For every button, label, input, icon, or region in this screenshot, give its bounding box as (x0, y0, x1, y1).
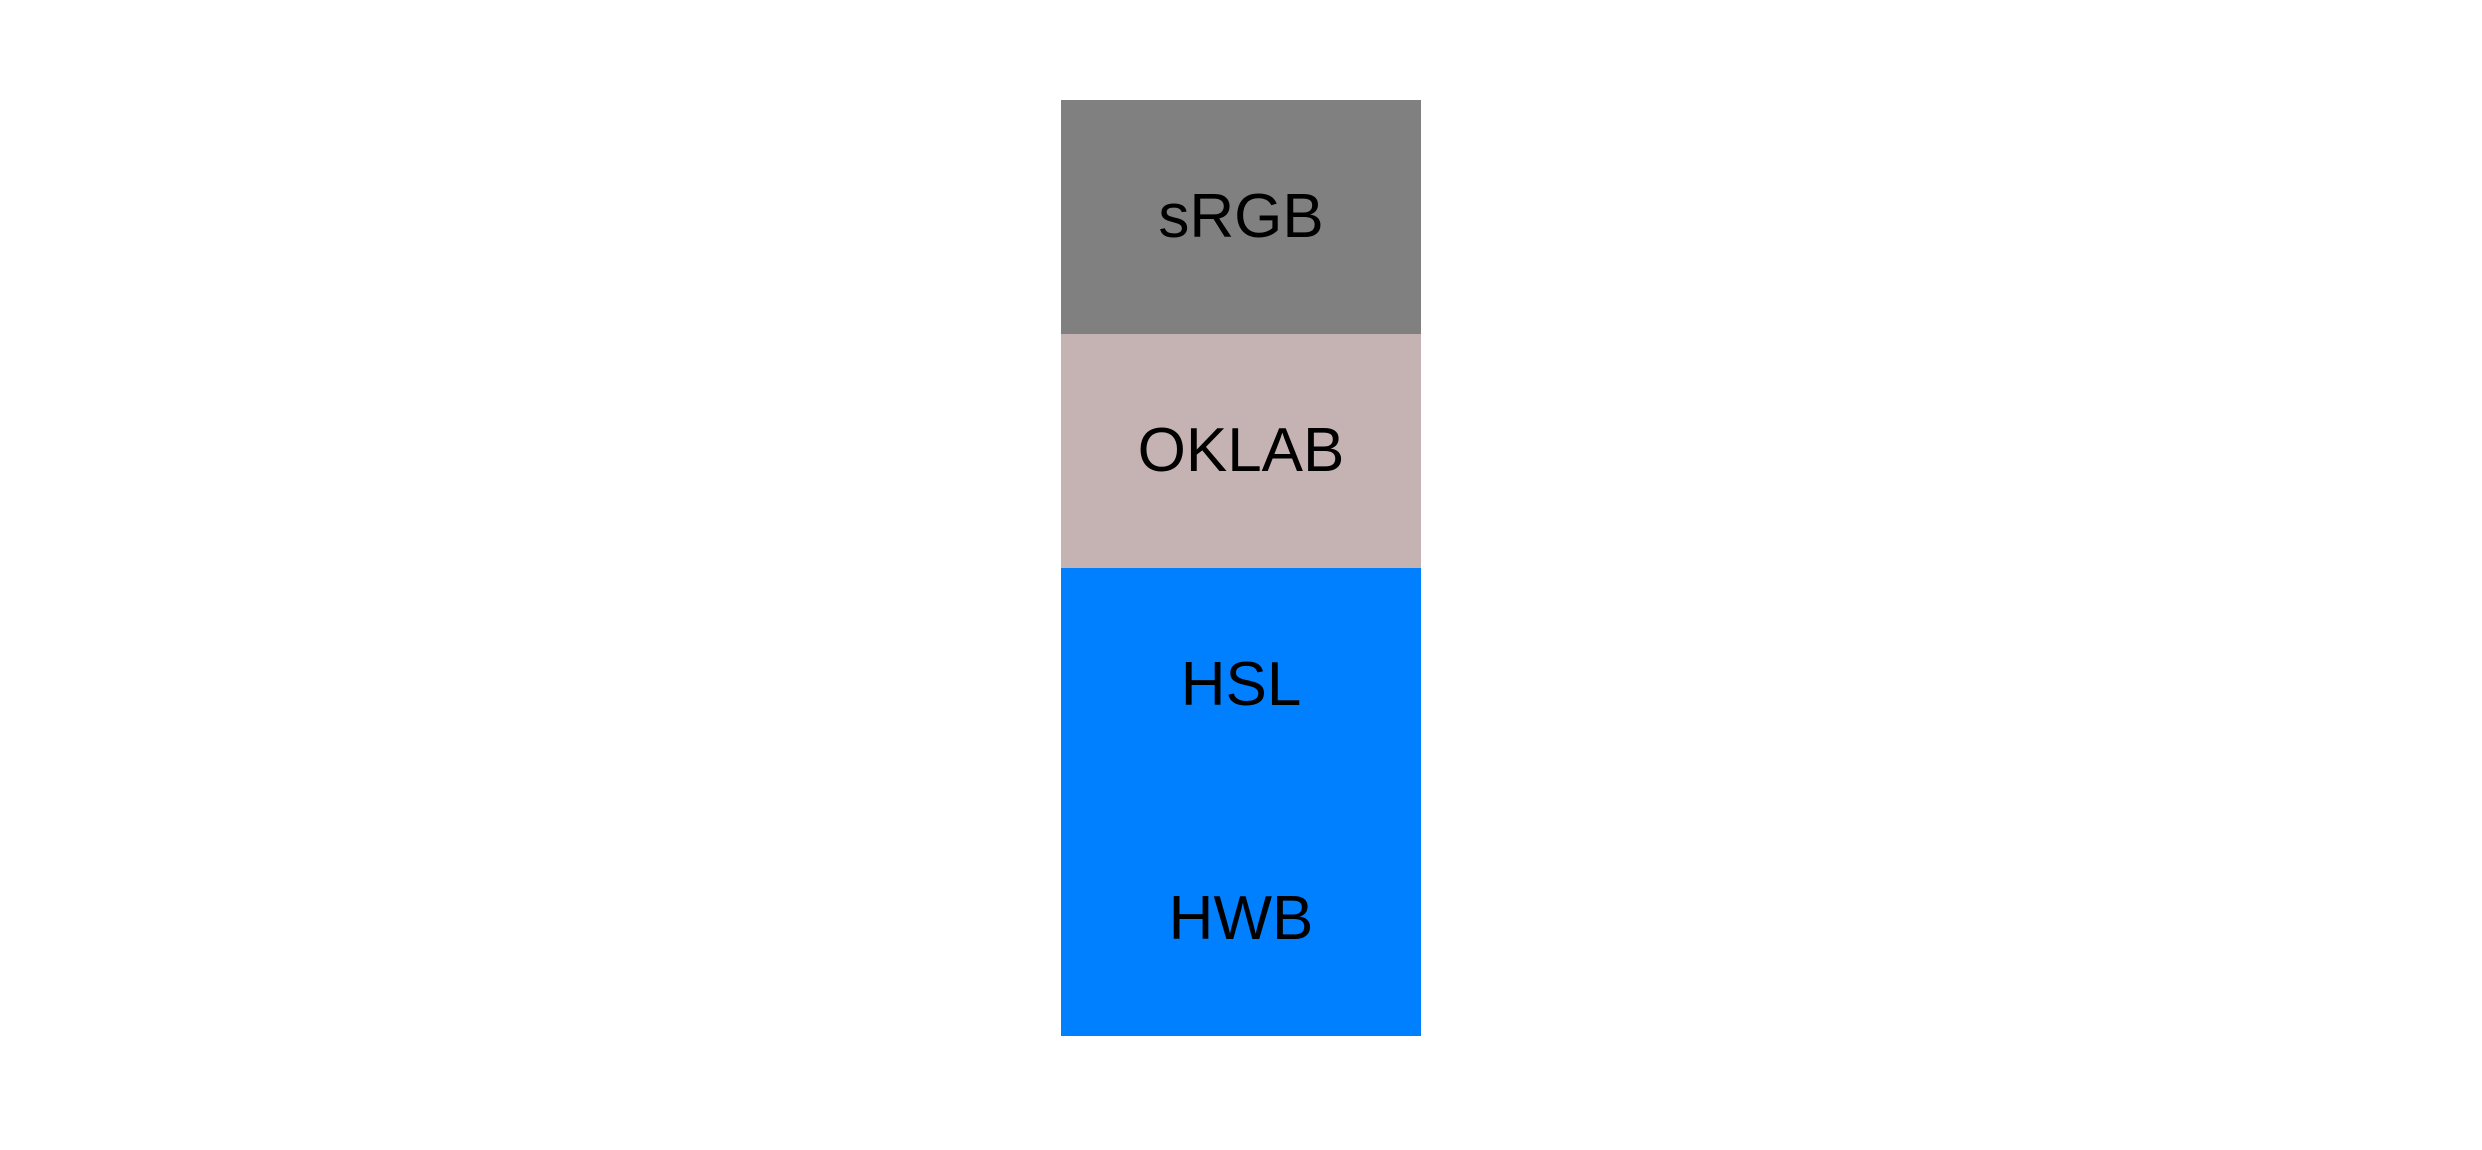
swatch-oklab: OKLAB (1061, 334, 1421, 568)
swatch-hsl: HSL (1061, 568, 1421, 802)
swatch-hwb: HWB (1061, 802, 1421, 1036)
swatch-srgb-label: sRGB (1158, 182, 1324, 251)
swatch-hwb-label: HWB (1168, 884, 1314, 953)
color-space-swatch-column: sRGB OKLAB HSL HWB (1061, 100, 1421, 1036)
swatch-srgb: sRGB (1061, 100, 1421, 334)
swatch-hsl-label: HSL (1180, 650, 1302, 719)
swatch-oklab-label: OKLAB (1137, 416, 1345, 485)
